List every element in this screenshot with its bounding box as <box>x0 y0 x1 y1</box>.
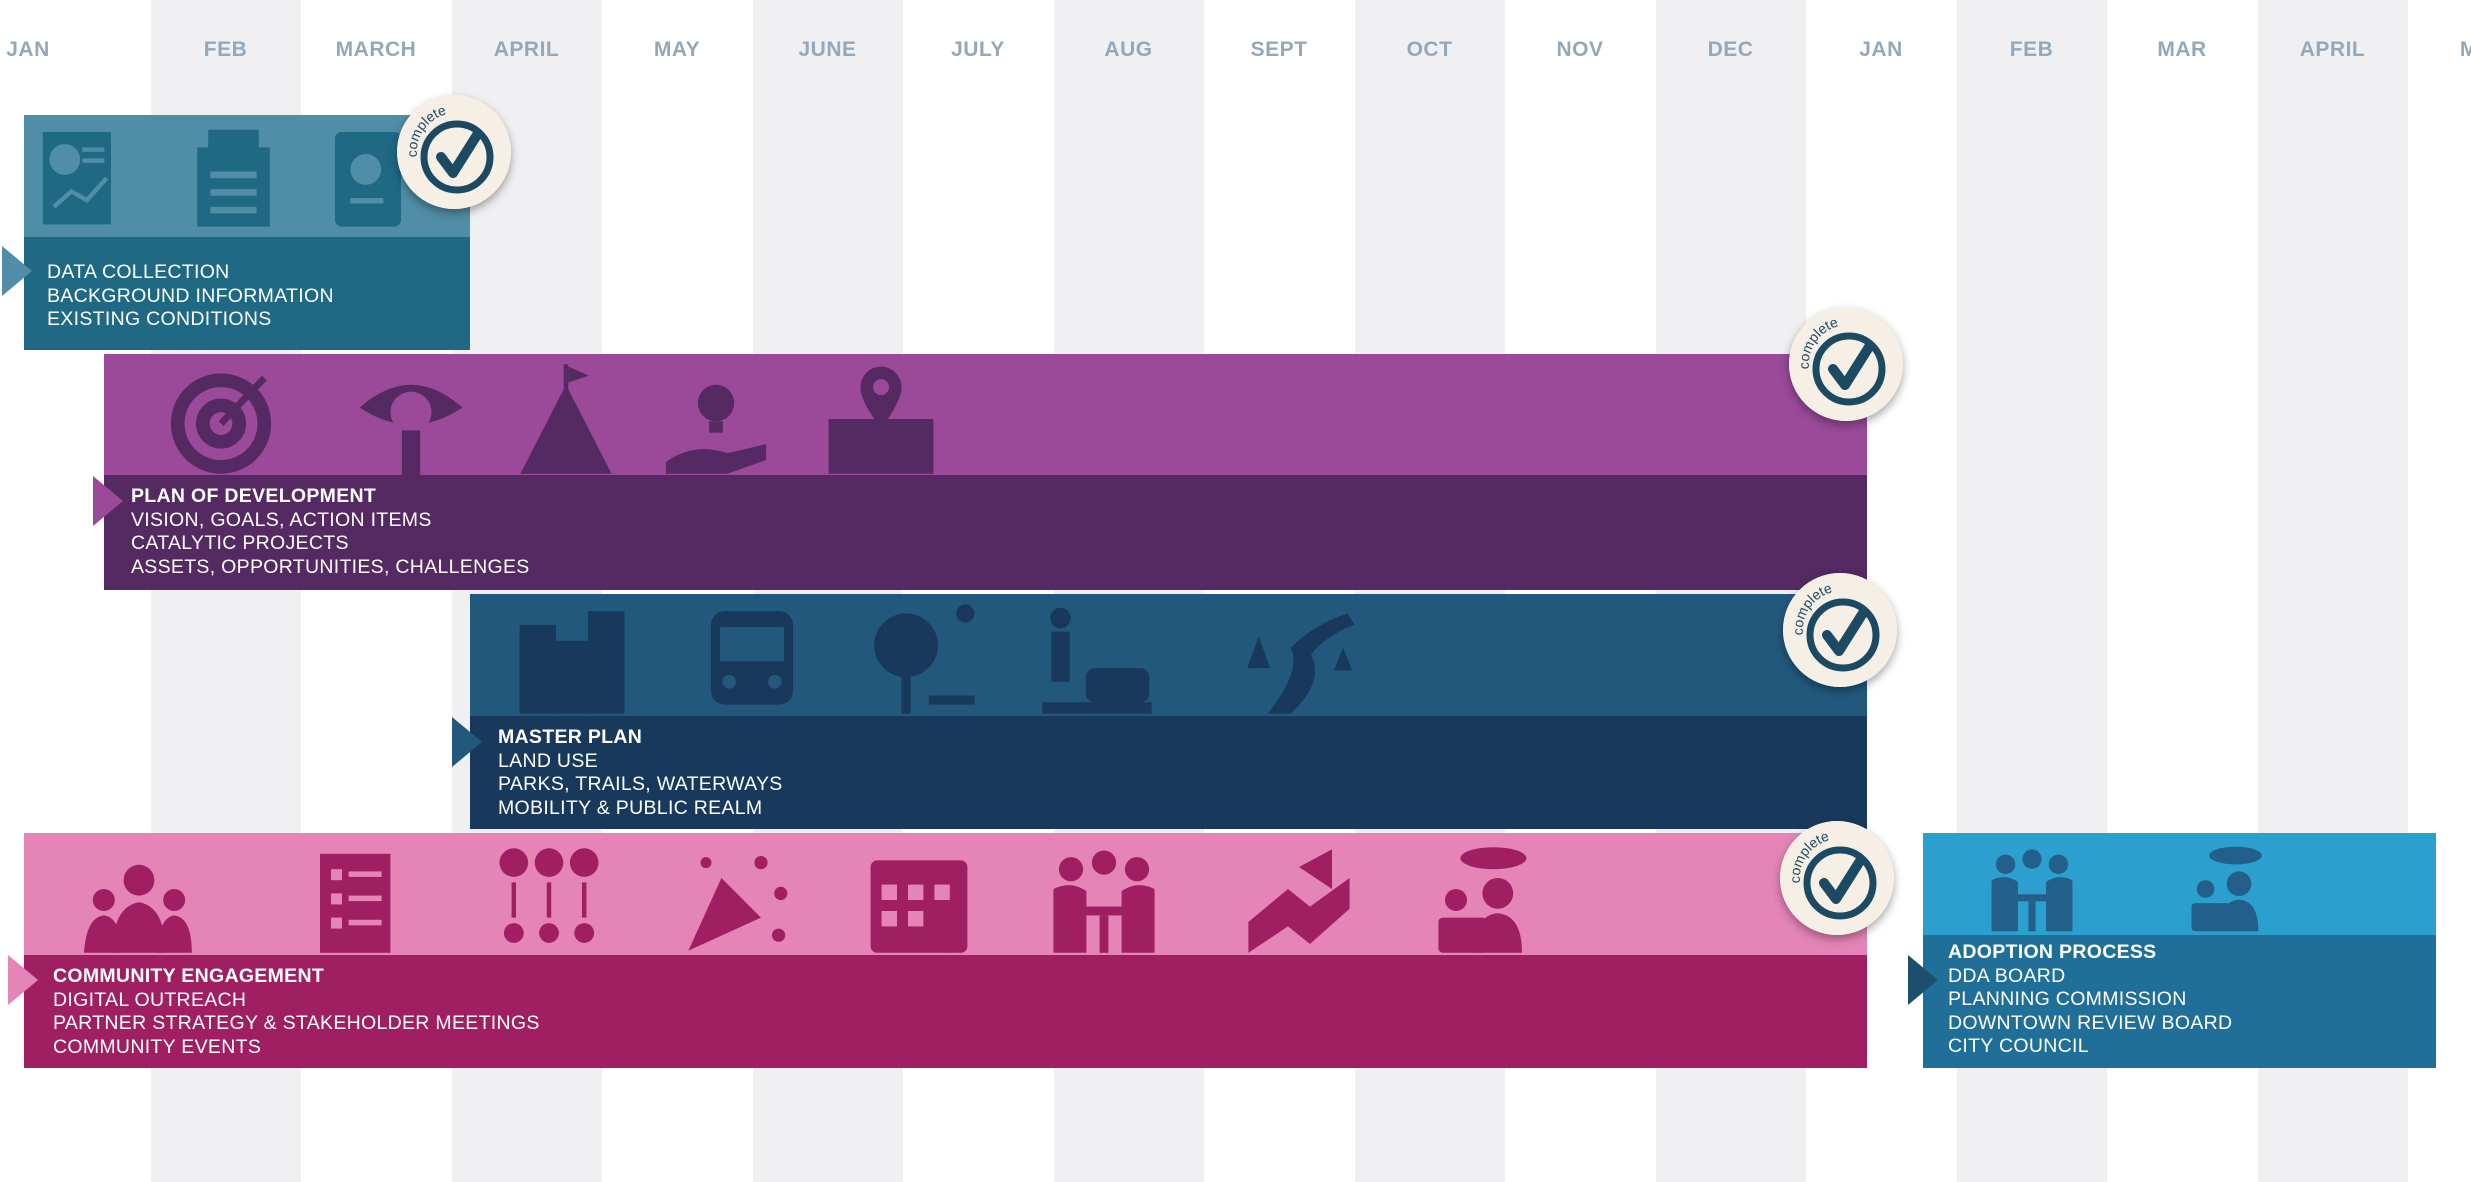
phase-start-marker <box>452 717 482 767</box>
month-label: NOV <box>1556 38 1604 61</box>
phase-start-marker <box>8 955 38 1005</box>
phase-title: PLAN OF DEVELOPMENT <box>131 485 377 507</box>
meeting-table-icon <box>1988 845 2076 933</box>
phase-line: EXISTING CONDITIONS <box>47 308 272 330</box>
phase-line: CITY COUNCIL <box>1948 1035 2089 1057</box>
phase-text-panel <box>470 716 1867 829</box>
buildings-icon <box>515 602 629 716</box>
phase-title: MASTER PLAN <box>498 726 643 748</box>
complete-badge: complete <box>1789 307 1903 421</box>
phase-line: MOBILITY & PUBLIC REALM <box>498 796 763 819</box>
checklist-icon <box>309 845 419 955</box>
month-label: MAY <box>653 38 701 61</box>
phase-line: ASSETS, OPPORTUNITIES, CHALLENGES <box>131 555 530 578</box>
phase-line: BACKGROUND INFORMATION <box>47 284 334 307</box>
month-label: MAY <box>2459 38 2471 61</box>
presentation-icon <box>1434 845 1544 955</box>
meeting-table-icon <box>1049 845 1159 955</box>
phase-icon-strip <box>470 594 1867 716</box>
month-label: APRIL <box>493 38 560 61</box>
phase-line: PARKS, TRAILS, WATERWAYS <box>498 773 783 795</box>
phase-line: DIGITAL OUTREACH <box>53 988 247 1011</box>
phase-title: COMMUNITY ENGAGEMENT <box>53 965 325 987</box>
phase-text-panel <box>104 475 1867 590</box>
phase-line: PLANNING COMMISSION <box>1948 988 2187 1010</box>
phase-text-panel <box>24 237 470 350</box>
phase-line: VISION, GOALS, ACTION ITEMS <box>131 508 432 531</box>
month-label: OCT <box>1406 38 1453 61</box>
phase-title: ADOPTION PROCESS <box>1948 941 2157 963</box>
park-tree-icon <box>865 602 979 716</box>
presentation-icon <box>2188 845 2276 933</box>
month-label: JULY <box>951 38 1005 61</box>
month-label: JAN <box>6 38 50 61</box>
month-label: SEPT <box>1250 38 1308 61</box>
phase-start-marker <box>1908 955 1938 1005</box>
calendar-icon <box>864 845 974 955</box>
phase-line: COMMUNITY EVENTS <box>53 1035 262 1058</box>
phase-line: CATALYTIC PROJECTS <box>131 532 349 554</box>
phase-start-marker <box>2 246 32 296</box>
phase-text: PLAN OF DEVELOPMENT VISION, GOALS, ACTIO… <box>131 485 530 579</box>
mountain-flag-icon <box>509 362 623 476</box>
party-popper-icon <box>684 845 794 955</box>
phase-text-panel <box>1923 935 2436 1068</box>
month-label: FEB <box>2009 38 2054 61</box>
map-pin-icon <box>824 362 938 476</box>
month-label: JAN <box>1859 38 1903 61</box>
crowd-icon <box>84 845 194 955</box>
chart-document-icon <box>34 121 144 231</box>
month-label: MARCH <box>335 38 417 61</box>
pedestrians-car-icon <box>1040 602 1154 716</box>
bus-icon <box>695 602 809 716</box>
handshake-megaphone-icon <box>1244 845 1354 955</box>
phase-line: PARTNER STRATEGY & STAKEHOLDER MEETINGS <box>53 1012 540 1034</box>
complete-badge: complete <box>397 95 511 209</box>
voting-icon <box>494 845 604 955</box>
month-label: APRIL <box>2299 38 2366 61</box>
month-label: JUNE <box>798 38 857 61</box>
month-label: AUG <box>1104 38 1153 61</box>
phase-line: LAND USE <box>498 749 598 772</box>
complete-badge: complete <box>1783 573 1897 687</box>
phase-start-marker <box>93 476 123 526</box>
phase-plan-of-development: PLAN OF DEVELOPMENT VISION, GOALS, ACTIO… <box>104 354 1867 590</box>
phase-line: DDA BOARD <box>1948 964 2066 987</box>
month-label: MAR <box>2157 38 2207 61</box>
file-cabinet-icon <box>184 121 294 231</box>
trail-trees-icon <box>1245 602 1359 716</box>
lightbulb-hand-icon <box>659 362 773 476</box>
tablet-chart-icon <box>324 121 434 231</box>
phase-line: DOWNTOWN REVIEW BOARD <box>1948 1011 2233 1034</box>
eye-gauge-icon <box>354 362 468 476</box>
month-label: FEB <box>203 38 248 61</box>
target-icon <box>164 362 278 476</box>
phase-line: DATA COLLECTION <box>47 261 230 283</box>
month-label: DEC <box>1707 38 1754 61</box>
phase-text-panel <box>24 955 1867 1068</box>
complete-badge: complete <box>1780 821 1894 935</box>
